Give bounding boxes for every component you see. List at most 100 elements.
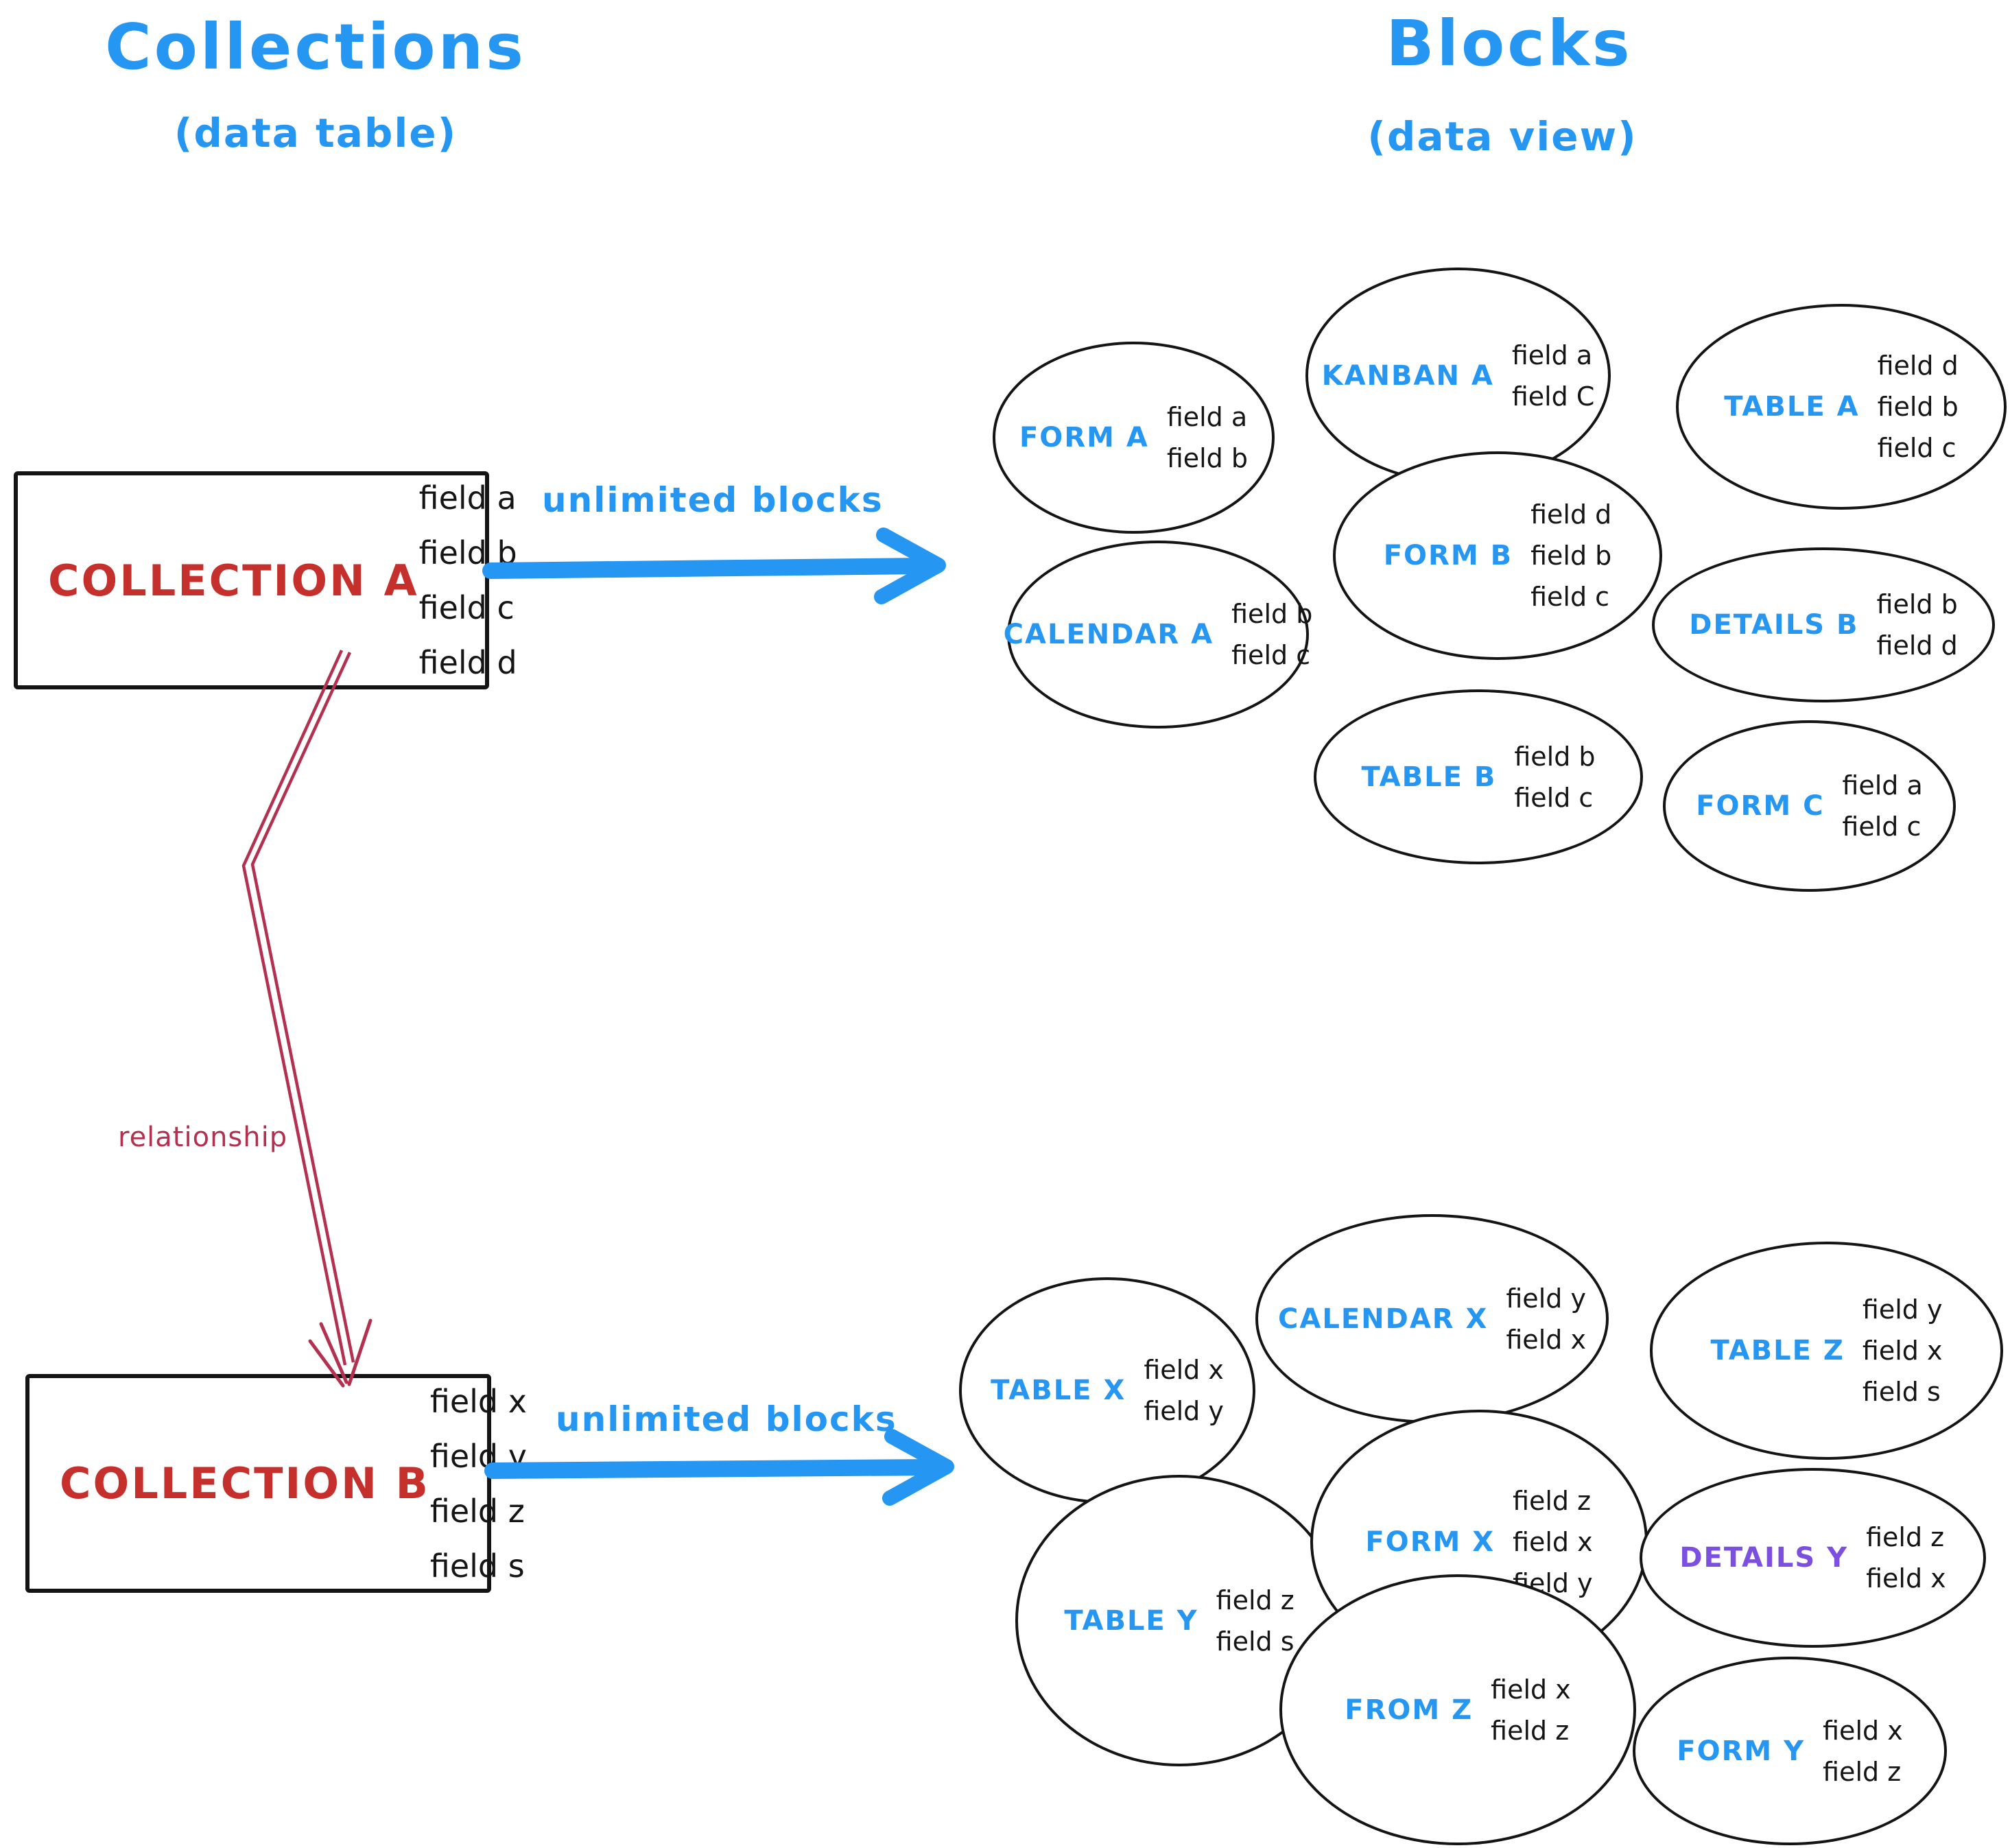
- block-field: field s: [1862, 1377, 1941, 1407]
- collection-b-field: field y: [429, 1437, 527, 1475]
- block-label: KANBAN A: [1321, 359, 1494, 392]
- block-fields: field y field x field s: [1863, 1294, 1943, 1407]
- block-field: field a: [1511, 340, 1593, 370]
- collection-b-field: field x: [429, 1382, 527, 1420]
- block-field: field z: [1513, 1485, 1592, 1516]
- collection-a-field: field c: [418, 589, 515, 626]
- collection-a-box: COLLECTION A field a field b field c fie…: [14, 471, 517, 689]
- block-label: TABLE Y: [1064, 1604, 1198, 1637]
- block-field: field z: [1491, 1715, 1570, 1746]
- block-field: field x: [1823, 1715, 1903, 1746]
- unlimited-blocks-label-b: unlimited blocks: [556, 1399, 897, 1439]
- blocks-subtitle: (data view): [1367, 113, 1637, 160]
- block-kanban-a: KANBAN A field a field C: [1305, 268, 1611, 484]
- block-field: field x: [1862, 1336, 1943, 1366]
- block-fields: field a field c: [1842, 770, 1922, 842]
- relationship-arrow-line: [250, 652, 355, 1363]
- unlimited-blocks-arrow-a: [482, 558, 931, 579]
- block-field: field y: [1144, 1396, 1224, 1426]
- block-field: field c: [1514, 782, 1594, 813]
- block-label: TABLE B: [1361, 761, 1497, 793]
- collections-title: Collections: [105, 10, 526, 84]
- block-fields: field b field c: [1231, 599, 1312, 670]
- block-fields: field a field b: [1167, 402, 1248, 473]
- block-table-a: TABLE A field d field b field c: [1676, 304, 2007, 510]
- block-label: TABLE A: [1724, 391, 1860, 423]
- block-field: field b: [1231, 599, 1313, 629]
- block-fields: field x field z: [1491, 1674, 1571, 1746]
- unlimited-blocks-arrowhead-a: [874, 528, 946, 604]
- block-fields: field z field x field y: [1513, 1486, 1593, 1598]
- unlimited-blocks-arrowhead-b: [882, 1429, 954, 1506]
- unlimited-blocks-arrow-b: [484, 1459, 940, 1479]
- block-field: field x: [1866, 1563, 1946, 1594]
- block-label: FORM C: [1696, 790, 1825, 822]
- block-field: field y: [1506, 1283, 1586, 1314]
- collection-b-name: COLLECTION B: [60, 1458, 430, 1508]
- block-fields: field z field s: [1216, 1585, 1294, 1657]
- block-field: field c: [1530, 582, 1610, 612]
- block-calendar-a: CALENDAR A field b field c: [1003, 541, 1312, 728]
- block-field: field b: [1876, 589, 1958, 619]
- block-field: field b: [1166, 443, 1249, 473]
- block-form-c: FORM C field a field c: [1663, 720, 1956, 892]
- block-field: field z: [1216, 1585, 1294, 1615]
- block-form-y: FORM Y field x field z: [1633, 1657, 1947, 1845]
- block-field: field c: [1231, 640, 1311, 670]
- collections-subtitle: (data table): [174, 110, 458, 156]
- block-label: TABLE X: [991, 1375, 1126, 1406]
- block-fields: field y field x: [1506, 1283, 1586, 1355]
- block-label: FORM A: [1019, 422, 1149, 453]
- block-label: DETAILS B: [1689, 609, 1859, 641]
- block-field: field x: [1506, 1324, 1586, 1355]
- block-fields: field b field c: [1514, 742, 1595, 813]
- unlimited-blocks-label-a: unlimited blocks: [542, 480, 884, 520]
- block-label: CALENDAR A: [1003, 619, 1214, 650]
- block-fields: field d field b field c: [1878, 351, 1959, 463]
- block-field: field a: [1842, 770, 1923, 801]
- block-label: CALENDAR X: [1278, 1303, 1489, 1335]
- block-field: field d: [1877, 351, 1959, 381]
- block-field: field c: [1877, 433, 1956, 463]
- block-field: field d: [1876, 630, 1958, 661]
- relationship-label: relationship: [118, 1122, 288, 1153]
- block-label: FORM B: [1383, 540, 1513, 571]
- block-details-y: DETAILS Y field z field x: [1640, 1468, 1986, 1648]
- collection-b-field: field s: [429, 1547, 525, 1585]
- collection-a-field: field b: [418, 534, 517, 571]
- block-table-x: TABLE X field x field y: [959, 1277, 1255, 1504]
- block-field: field d: [1530, 499, 1612, 530]
- block-field: field c: [1842, 812, 1922, 842]
- block-field: field b: [1877, 392, 1959, 422]
- block-details-b: DETAILS B field b field d: [1652, 547, 1995, 702]
- block-form-a: FORM A field a field b: [993, 342, 1275, 534]
- block-field: field b: [1514, 741, 1596, 772]
- block-field: field y: [1862, 1294, 1943, 1325]
- block-fields: field z field x: [1866, 1522, 1946, 1594]
- block-field: field x: [1144, 1355, 1224, 1385]
- block-field: field z: [1866, 1522, 1945, 1552]
- collection-b-box: COLLECTION B field x field y field z fie…: [25, 1374, 527, 1593]
- block-fields: field x field z: [1823, 1716, 1903, 1787]
- block-table-y: TABLE Y field z field s: [1015, 1475, 1343, 1766]
- block-calendar-x: CALENDAR X field y field x: [1255, 1214, 1609, 1423]
- collection-a-fields: field a field b field c field d: [419, 479, 517, 681]
- block-label: TABLE Z: [1710, 1335, 1845, 1366]
- block-label: FORM Y: [1677, 1735, 1806, 1767]
- block-fields: field x field y: [1144, 1355, 1224, 1426]
- block-table-b: TABLE B field b field c: [1314, 689, 1643, 864]
- block-label: DETAILS Y: [1679, 1542, 1849, 1574]
- block-label: FROM Z: [1345, 1694, 1474, 1726]
- blocks-title: Blocks: [1386, 7, 1633, 80]
- block-fields: field a field C: [1512, 340, 1595, 412]
- block-label: FORM X: [1365, 1526, 1495, 1558]
- block-field: field s: [1216, 1626, 1294, 1657]
- block-field: field C: [1511, 381, 1595, 412]
- block-field: field z: [1823, 1756, 1902, 1787]
- collection-a-field: field a: [418, 479, 517, 517]
- collection-b-fields: field x field y field z field s: [430, 1383, 527, 1585]
- block-field: field a: [1166, 402, 1248, 432]
- collection-b-field: field z: [429, 1492, 525, 1530]
- relationship-arrow-line: [241, 650, 347, 1366]
